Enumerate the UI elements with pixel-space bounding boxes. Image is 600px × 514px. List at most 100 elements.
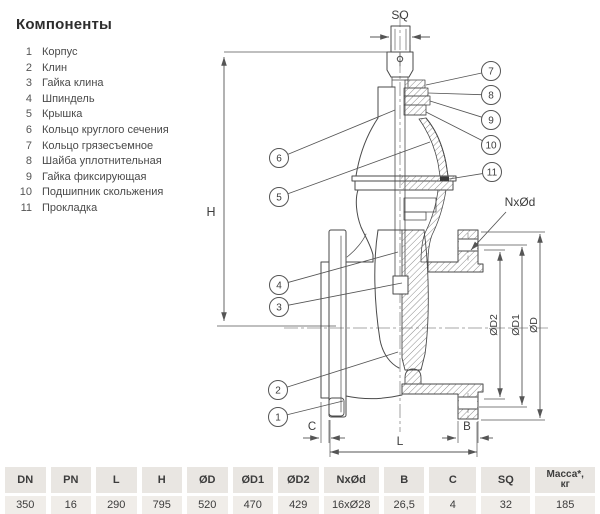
- callout-balloon-10: [481, 135, 501, 155]
- component-label: Кольцо круглого сечения: [42, 123, 169, 136]
- component-label: Корпус: [42, 46, 78, 58]
- component-number: 6: [25, 123, 32, 136]
- left-flange-plate: [328, 229, 347, 418]
- callout-balloon-1: [268, 407, 288, 427]
- component-label: Клин: [42, 61, 68, 74]
- bonnet-dome-right-wall: [418, 117, 449, 177]
- component-item: 9 Гайка фиксирующая: [14, 170, 219, 186]
- seal-washer: [403, 87, 429, 97]
- dim-NxOd-label: NxØd: [505, 195, 536, 209]
- dim-OD2-label: ØD2: [488, 314, 500, 336]
- table-value-cell: 26,5: [383, 496, 425, 514]
- dim-L-label: L: [397, 434, 404, 448]
- bonnet-flange-hatch2: [401, 181, 453, 190]
- dim-SQ-ext: [390, 28, 411, 45]
- callout-balloon-9: [481, 110, 501, 130]
- table-value-cell: 16xØ28: [323, 496, 379, 514]
- table-value-cell: 350: [5, 496, 46, 514]
- component-item: 3 Гайка клина: [14, 76, 219, 92]
- callout-number-5: 5: [276, 192, 282, 203]
- callout-number-6: 6: [276, 153, 282, 164]
- valve-body: [320, 25, 484, 420]
- dim-H-ext: [217, 51, 391, 327]
- component-item: 4 Шпиндель: [14, 92, 219, 108]
- stem-collar: [386, 51, 414, 78]
- wiper-ring: [404, 79, 426, 89]
- table-value-cell: 290: [96, 496, 137, 514]
- callout-leader-6: [287, 109, 396, 155]
- table-header-cell: ØD: [187, 467, 228, 493]
- callout-leader-1: [287, 400, 344, 416]
- component-label: Шпиндель: [42, 92, 95, 105]
- dim-B-label: B: [463, 421, 471, 433]
- component-label: Гайка фиксирующая: [42, 170, 147, 183]
- callout-number-1: 1: [275, 412, 281, 423]
- wedge-nut: [392, 275, 409, 295]
- dim-OD-label: ØD: [528, 317, 540, 333]
- callout-leader-3: [288, 282, 403, 306]
- table-header-cell: Масса*,кг: [535, 467, 596, 493]
- right-flange-bottom: [401, 383, 484, 420]
- callout-leader-8: [427, 92, 482, 96]
- dim-NxOd-leader: [470, 211, 507, 251]
- callout-leader-2: [286, 351, 399, 388]
- component-list-title: Компоненты: [16, 16, 113, 33]
- body-boss2: [403, 211, 427, 221]
- pipe-bottom-left: [345, 394, 403, 399]
- table-header-cell: L: [96, 467, 137, 493]
- component-label: Гайка клина: [42, 77, 104, 90]
- component-item: 1 Корпус: [14, 45, 219, 61]
- dim-OD1-label: ØD1: [510, 314, 522, 336]
- component-label: Шайба уплотнительная: [42, 155, 162, 168]
- table-header-cell: ØD2: [278, 467, 319, 493]
- component-number: 8: [25, 155, 32, 168]
- table-header-cell: PN: [50, 467, 91, 493]
- bonnet-dome-left: [355, 117, 379, 177]
- dim-OD2-ext: [484, 249, 505, 400]
- dim-H-label: H: [206, 205, 215, 219]
- wedge-section: [401, 229, 429, 371]
- table-header-cell: ØD1: [232, 467, 273, 493]
- callout-balloon-5: [269, 187, 289, 207]
- callout-balloon-7: [481, 61, 501, 81]
- callout-number-4: 4: [276, 280, 282, 291]
- table-value-cell: 16: [50, 496, 91, 514]
- component-number: 4: [25, 92, 32, 105]
- callout-leader-4: [288, 251, 399, 283]
- callout-number-10: 10: [485, 140, 497, 151]
- dim-OD-ext: [481, 231, 545, 421]
- left-flange-foot: [328, 397, 345, 417]
- component-number: 5: [25, 108, 32, 121]
- dimensions: [217, 28, 545, 457]
- component-number: 9: [25, 170, 32, 183]
- slide-bearing: [403, 104, 427, 116]
- table-header-cell: B: [383, 467, 425, 493]
- callout-leader-11: [448, 173, 483, 180]
- component-label: Прокладка: [42, 201, 98, 214]
- callout-leader-7: [425, 72, 482, 86]
- component-number: 1: [25, 46, 32, 58]
- callout-number-7: 7: [488, 66, 494, 77]
- component-label: Кольцо грязесъемное: [42, 139, 154, 152]
- callout-number-8: 8: [488, 90, 494, 101]
- component-number: 10: [19, 186, 32, 199]
- component-item: 6 Кольцо круглого сечения: [14, 123, 219, 139]
- dim-B-ext: [457, 421, 479, 443]
- table-header-cell: C: [429, 467, 477, 493]
- bonnet-top-block: [377, 86, 396, 119]
- stem-square-edges: [394, 28, 407, 51]
- table-header-cell: NxØd: [323, 467, 379, 493]
- callout-balloon-8: [481, 85, 501, 105]
- table-value-cell: 520: [187, 496, 228, 514]
- table-header-cell: H: [141, 467, 182, 493]
- callout-number-9: 9: [488, 115, 494, 126]
- callout-leader-9: [429, 100, 483, 118]
- component-number: 3: [25, 77, 32, 90]
- dimension-labels: H SQ C L B ØD2 ØD1 ØD NxØd: [206, 8, 540, 448]
